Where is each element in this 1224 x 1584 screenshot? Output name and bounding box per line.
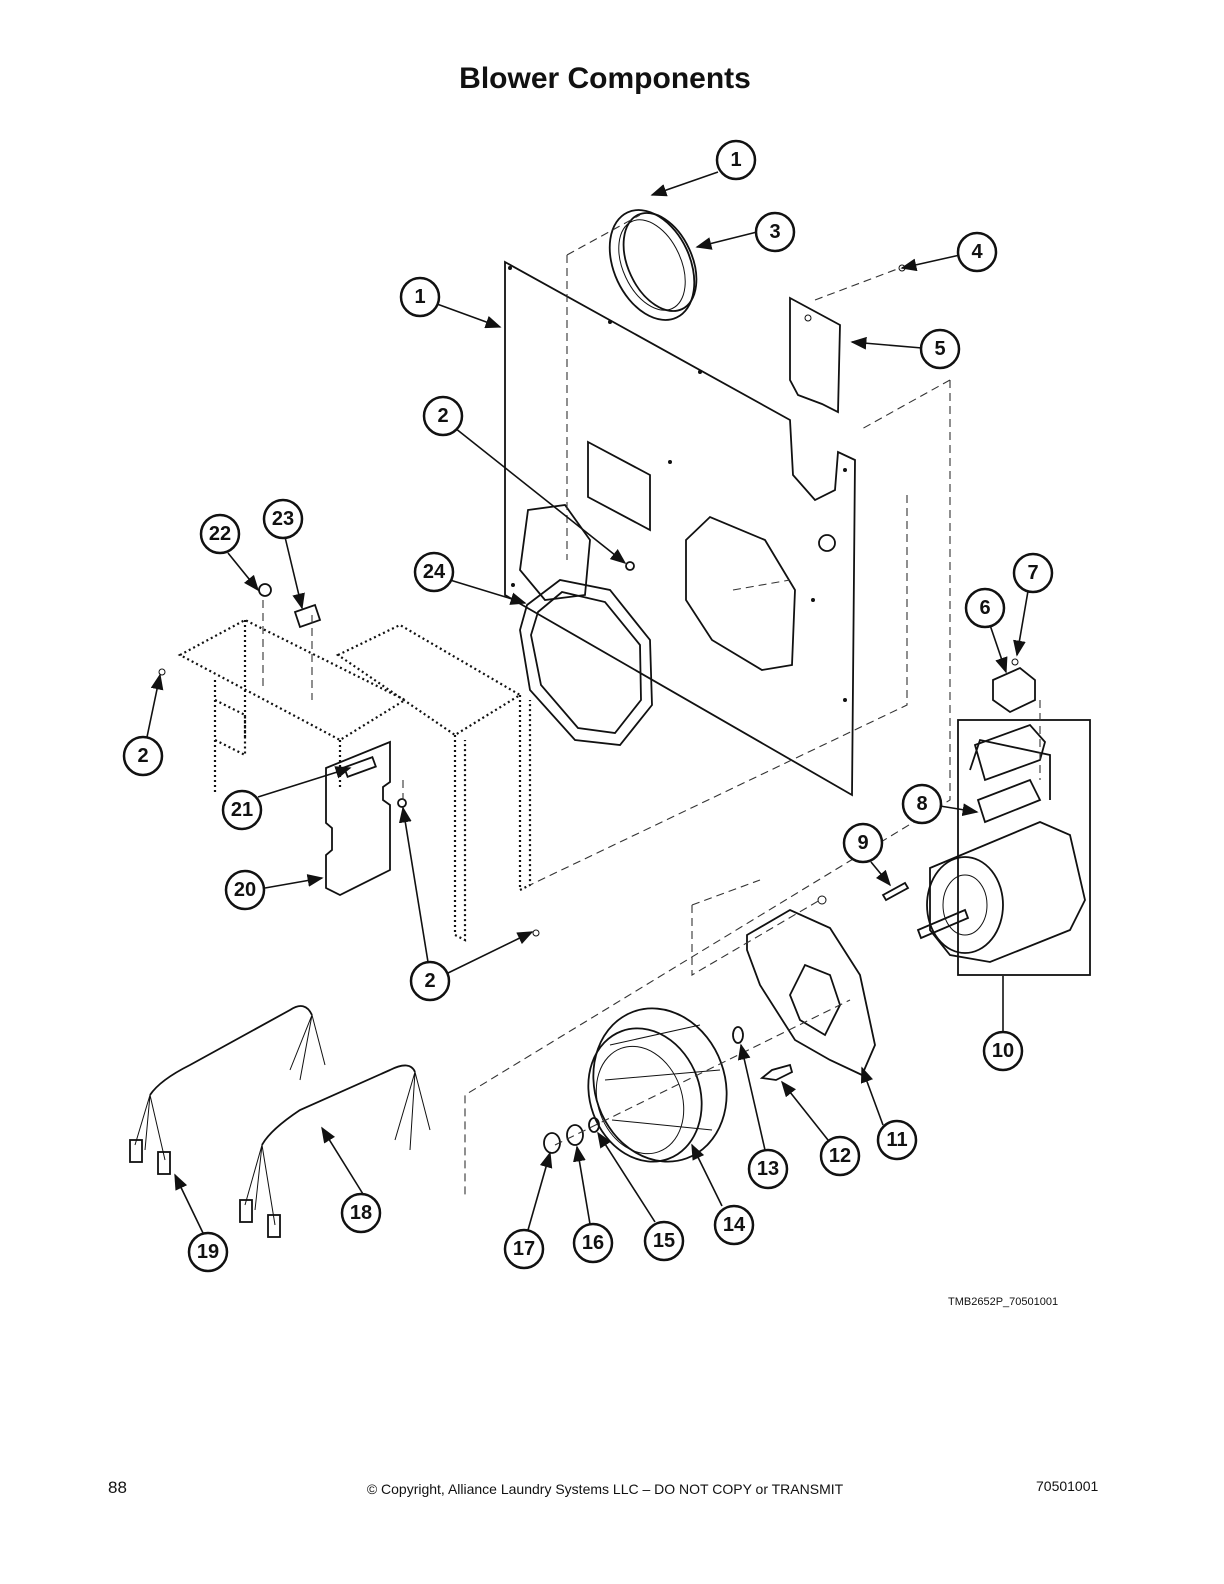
callout-10: 10	[982, 1030, 1024, 1072]
callout-2-top: 1	[715, 139, 757, 181]
callout-6: 6	[964, 587, 1006, 629]
gasket-part	[519, 579, 653, 746]
callout-label: 15	[653, 1230, 675, 1252]
washer-parts	[543, 1026, 794, 1154]
leader-lines	[146, 171, 1029, 1234]
callout-label: 18	[350, 1202, 372, 1224]
blower-wheel-part	[587, 1007, 728, 1163]
callout-label: 23	[272, 508, 294, 530]
callout-1: 1	[399, 276, 441, 318]
callout-24: 24	[413, 551, 455, 593]
callout-2-panel: 2	[422, 395, 464, 437]
callout-label: 22	[209, 523, 231, 545]
frame-bracket-part	[177, 618, 532, 942]
callout-label: 16	[582, 1232, 604, 1254]
inlet-ring-part	[608, 209, 698, 321]
callout-8: 8	[901, 783, 943, 825]
callout-7: 7	[1012, 552, 1054, 594]
wire-harness-part	[239, 1064, 431, 1238]
callout-label: 19	[197, 1241, 219, 1263]
cover-plate-part	[789, 296, 841, 414]
callout-13: 13	[747, 1148, 789, 1190]
wire-harness-2-part	[129, 1005, 326, 1175]
callout-2-left: 2	[122, 735, 164, 777]
callout-label: 9	[857, 832, 868, 854]
callout-22: 22	[199, 513, 241, 555]
callout-label: 13	[757, 1158, 779, 1180]
callout-23: 23	[262, 498, 304, 540]
key-part	[881, 881, 910, 902]
callout-label: 24	[423, 561, 446, 583]
callout-21: 21	[221, 789, 263, 831]
assembly-lines	[262, 214, 1041, 1195]
callout-20: 20	[224, 869, 266, 911]
callout-label: 10	[992, 1040, 1014, 1062]
callout-19: 19	[187, 1231, 229, 1273]
figure-id: TMB2652P_70501001	[948, 1296, 1059, 1308]
callout-18: 18	[340, 1192, 382, 1234]
callout-label: 1	[730, 149, 741, 171]
callout-2-bottom: 2	[409, 960, 451, 1002]
callout-9: 9	[842, 822, 884, 864]
callout-label: 7	[1027, 562, 1038, 584]
callout-label: 6	[979, 597, 990, 619]
callout-label: 1	[414, 286, 425, 308]
callout-15: 15	[643, 1220, 685, 1262]
callout-label: 14	[723, 1214, 746, 1236]
callout-label: 4	[971, 241, 983, 263]
callout-label: 17	[513, 1238, 535, 1260]
callout-label: 3	[769, 221, 780, 243]
page-title: Blower Components	[459, 62, 751, 95]
hardware-parts	[158, 264, 906, 937]
callout-11: 11	[876, 1119, 918, 1161]
capacitor-part	[957, 719, 1091, 976]
callout-3: 3	[754, 211, 796, 253]
callout-label: 2	[424, 970, 435, 992]
capacitor-bracket-part	[992, 658, 1036, 714]
callout-12: 12	[819, 1135, 861, 1177]
callout-label: 21	[231, 799, 253, 821]
callout-16: 16	[572, 1222, 614, 1264]
callout-17: 17	[503, 1228, 545, 1270]
callout-label: 11	[886, 1129, 907, 1151]
blower-panel-part	[504, 260, 856, 797]
callout-14: 14	[713, 1204, 755, 1246]
callout-label: 5	[934, 338, 945, 360]
callout-label: 20	[234, 879, 256, 901]
motor-part	[916, 821, 1086, 963]
callout-label: 2	[137, 745, 148, 767]
page-number: 88	[108, 1478, 127, 1497]
bracket-part	[325, 740, 391, 897]
mounting-plate-part	[746, 908, 876, 1077]
callout-label: 2	[437, 405, 448, 427]
callout-label: 8	[916, 793, 927, 815]
copyright-notice: © Copyright, Alliance Laundry Systems LL…	[366, 1481, 844, 1497]
document-number: 70501001	[1036, 1478, 1099, 1494]
callout-5: 5	[919, 328, 961, 370]
callout-label: 12	[829, 1145, 851, 1167]
callout-4: 4	[956, 231, 998, 273]
